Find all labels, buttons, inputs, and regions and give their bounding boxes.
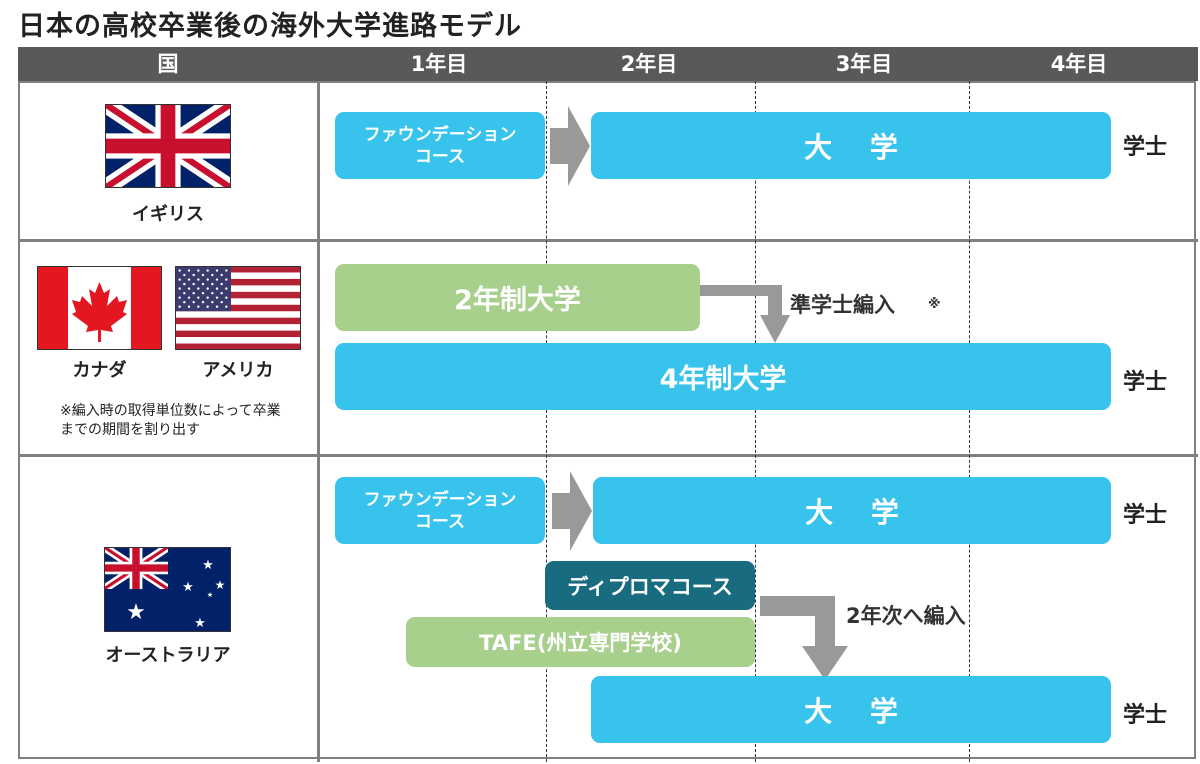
- page-title: 日本の高校卒業後の海外大学進路モデル: [18, 11, 522, 42]
- diploma-course-box: ディプロマコース: [545, 561, 755, 610]
- transfer-label: 2年次へ編入: [846, 604, 966, 628]
- table-header: 国 1年目 2年目 3年目 4年目: [18, 47, 1198, 81]
- country-label-canada: カナダ: [72, 360, 127, 381]
- svg-text:★: ★: [126, 600, 146, 625]
- transfer-arrow-icon: [700, 285, 795, 347]
- degree-label: 学士: [1123, 703, 1168, 728]
- table-grid: [18, 81, 1196, 759]
- country-label-uk: イギリス: [132, 204, 204, 225]
- year-divider: [969, 81, 970, 762]
- row-divider: [18, 239, 1198, 242]
- header-country: 国: [157, 52, 179, 76]
- svg-text:★: ★: [207, 591, 213, 599]
- svg-text:★: ★: [194, 616, 206, 631]
- transfer-note: ※編入時の取得単位数によって卒業 までの期間を割り出す: [60, 403, 281, 438]
- column-divider: [317, 81, 320, 762]
- degree-label: 学士: [1123, 503, 1168, 528]
- tafe-box: TAFE(州立専門学校): [406, 617, 755, 667]
- transfer-arrow-icon: [760, 596, 860, 682]
- usa-flag: [175, 266, 301, 350]
- svg-text:★: ★: [215, 578, 226, 592]
- university-box: 大 学: [593, 477, 1111, 544]
- country-label-australia: オーストラリア: [105, 645, 231, 666]
- transfer-note-mark: ※: [928, 297, 941, 312]
- foundation-course-box: ファウンデーション コース: [335, 477, 545, 544]
- transfer-label: 準学士編入: [790, 293, 895, 317]
- svg-text:★: ★: [202, 558, 214, 573]
- university-box: 大 学: [591, 112, 1111, 179]
- degree-label: 学士: [1123, 135, 1168, 160]
- degree-label: 学士: [1123, 370, 1168, 395]
- right-arrow-icon: [552, 471, 592, 551]
- country-label-usa: アメリカ: [202, 360, 274, 381]
- year-divider: [546, 81, 547, 762]
- svg-text:★: ★: [182, 580, 194, 595]
- canada-flag: [37, 266, 162, 350]
- header-year-3: 3年目: [835, 52, 893, 76]
- year-divider: [755, 81, 756, 762]
- four-year-university-box: 4年制大学: [335, 343, 1111, 410]
- two-year-college-box: 2年制大学: [335, 264, 700, 331]
- university-box: 大 学: [591, 676, 1111, 743]
- row-divider: [18, 454, 1198, 457]
- header-year-2: 2年目: [620, 52, 678, 76]
- foundation-course-box: ファウンデーション コース: [335, 112, 545, 179]
- right-arrow-icon: [550, 106, 590, 186]
- australia-flag: ★ ★ ★ ★ ★ ★: [104, 547, 231, 632]
- header-year-4: 4年目: [1050, 52, 1108, 76]
- header-year-1: 1年目: [410, 52, 468, 76]
- uk-flag: [105, 104, 231, 188]
